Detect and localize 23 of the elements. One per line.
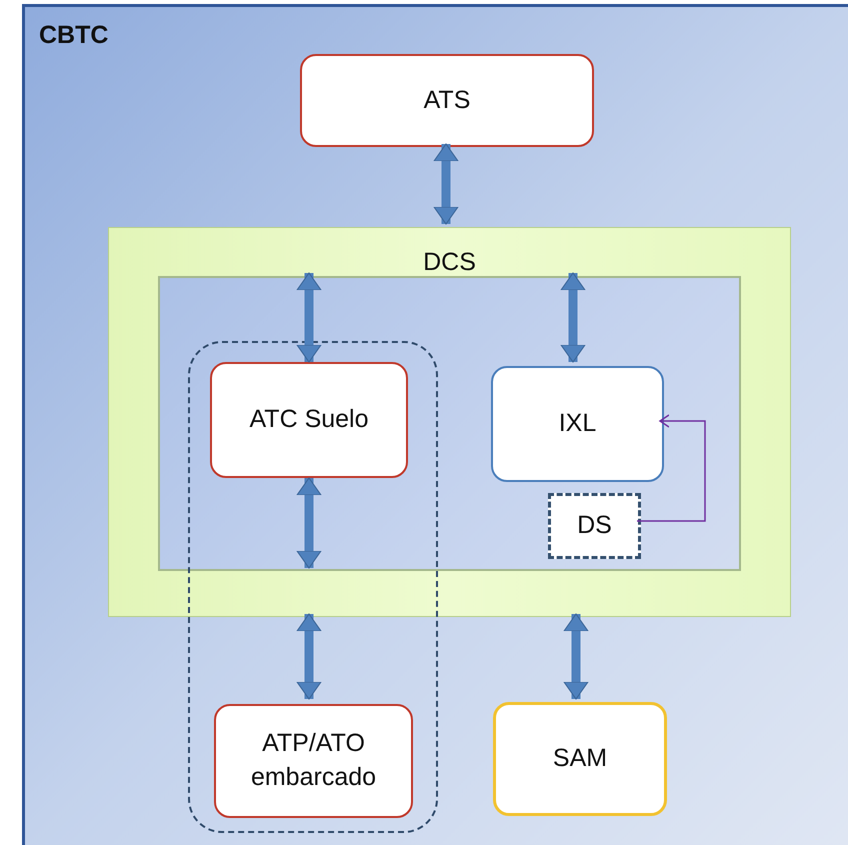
node-label: SAM	[552, 743, 608, 774]
process-box	[491, 366, 664, 482]
node-label: CBTC	[39, 21, 108, 50]
double-arrow	[560, 272, 586, 362]
node-label: ATS	[424, 84, 470, 116]
double-arrow	[434, 144, 458, 224]
process-box	[210, 362, 408, 478]
double-arrow	[296, 614, 322, 700]
process-box	[214, 704, 413, 818]
node-label: DS	[577, 510, 612, 542]
double-arrow	[564, 614, 588, 700]
double-arrow	[296, 478, 322, 568]
arrow	[637, 414, 706, 522]
dashed-box	[548, 493, 641, 559]
double-arrow	[296, 272, 322, 362]
node-label: DCS	[423, 248, 476, 277]
process-box	[493, 702, 667, 816]
node-label: IXL	[558, 408, 596, 440]
process-box	[300, 54, 594, 147]
node-label: ATP/ATO embarcado	[250, 728, 378, 793]
node-label: ATC Suelo	[249, 404, 369, 436]
network-band	[108, 227, 791, 617]
system-frame	[22, 4, 848, 845]
